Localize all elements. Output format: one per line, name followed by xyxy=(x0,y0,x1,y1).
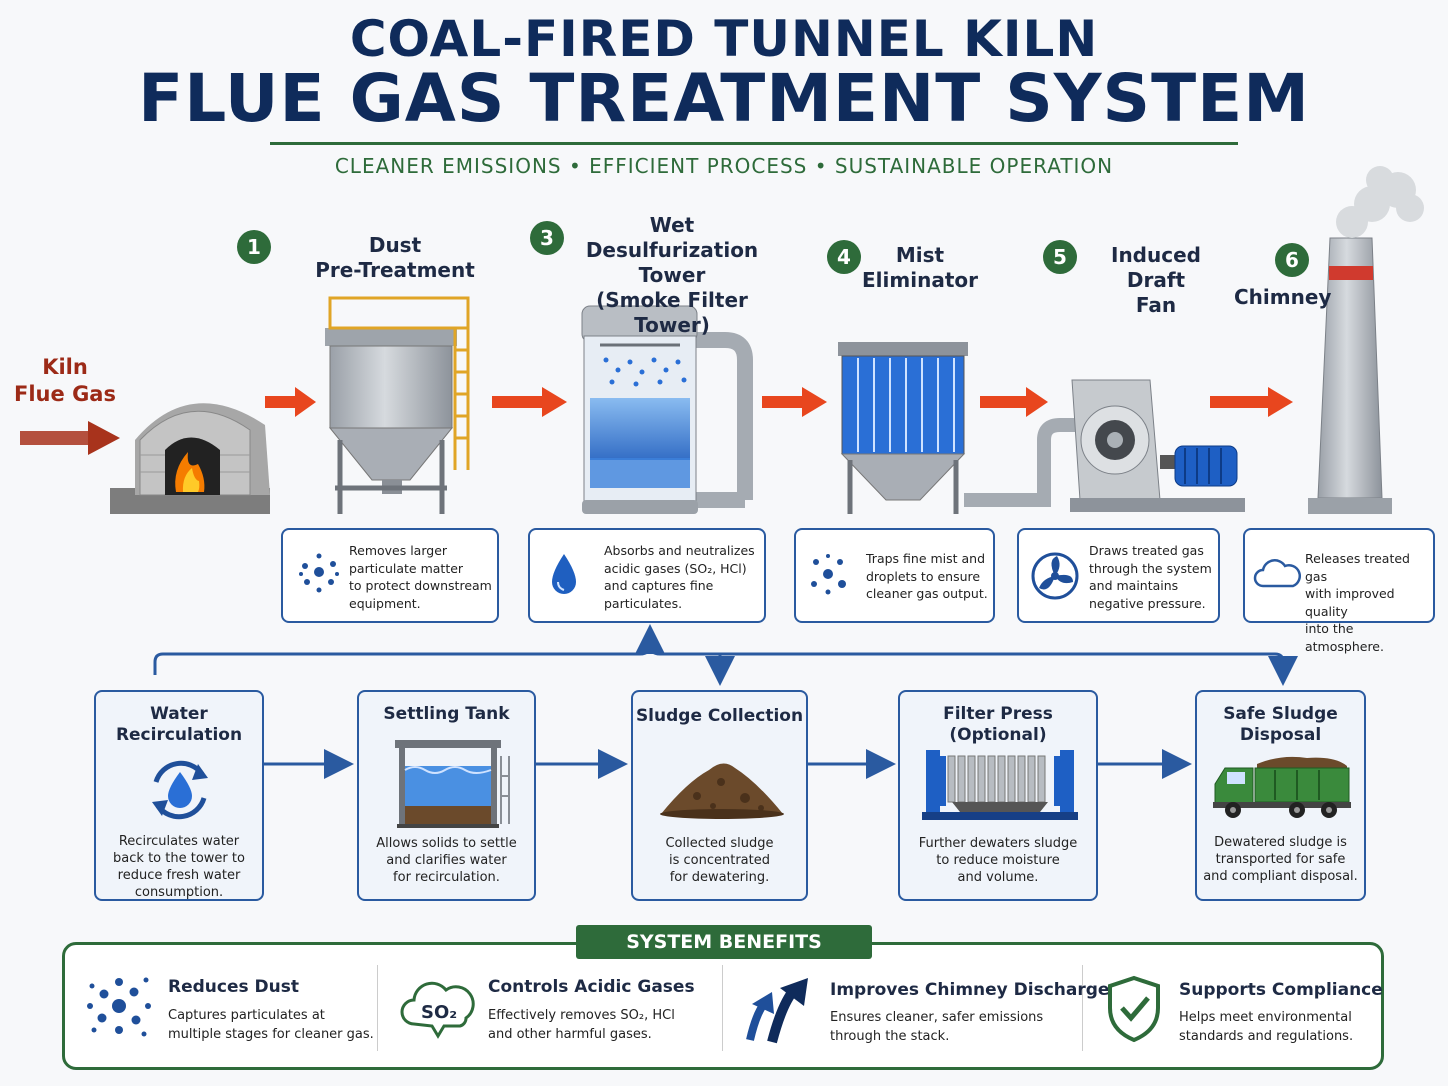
benefit-divider xyxy=(377,965,378,1051)
benefit-title-compliance: Supports Compliance xyxy=(1179,980,1383,1000)
cloud-icon xyxy=(1253,559,1301,588)
kiln-label: Kiln Flue Gas xyxy=(14,355,116,406)
so2-cloud-icon: SO₂ xyxy=(400,981,475,1039)
step-number-1: 1 xyxy=(237,230,271,264)
kiln-inlet-arrow xyxy=(20,421,120,455)
process-filter-press: Filter Press(Optional) Further dewaters … xyxy=(898,690,1098,901)
fan-icon xyxy=(1031,552,1079,600)
benefit-title-chimney: Improves Chimney Discharge xyxy=(830,980,1110,1000)
filter-press-icon xyxy=(922,750,1078,820)
step-number-5: 5 xyxy=(1043,240,1077,274)
step-number-6: 6 xyxy=(1275,243,1309,277)
benefit-title-acidic: Controls Acidic Gases xyxy=(488,977,695,997)
flame-icon xyxy=(175,452,205,492)
scrubber-tower-icon xyxy=(581,305,753,514)
sludge-pile-icon xyxy=(660,763,784,819)
svg-text:SO₂: SO₂ xyxy=(421,1002,457,1023)
title-line2: FLUE GAS TREATMENT SYSTEM xyxy=(138,60,1310,137)
tagline: CLEANER EMISSIONS • EFFICIENT PROCESS • … xyxy=(334,154,1114,178)
title-line1: COAL-FIRED TUNNEL KILN xyxy=(349,10,1099,68)
particles-icon xyxy=(87,977,151,1037)
motor-icon xyxy=(1160,445,1238,487)
water-drop-icon xyxy=(552,554,576,594)
step-number-4: 4 xyxy=(827,240,861,274)
kiln-icon xyxy=(110,403,270,514)
benefit-divider xyxy=(1082,965,1083,1051)
chimney-icon xyxy=(1308,166,1424,514)
benefit-divider xyxy=(722,965,723,1051)
up-arrows-icon xyxy=(746,978,808,1044)
smoke-icon xyxy=(1336,166,1424,238)
fan-icon xyxy=(1070,379,1245,512)
mist-eliminator-icon xyxy=(838,342,1085,514)
benefits-panel xyxy=(62,942,1384,1070)
step-number-3: 3 xyxy=(530,221,564,255)
flow-arrows xyxy=(265,387,1293,417)
dust-collector-icon xyxy=(325,296,470,514)
truck-icon xyxy=(1213,756,1351,818)
benefits-heading: SYSTEM BENEFITS xyxy=(576,925,872,959)
particles-icon xyxy=(299,553,339,593)
title-rule xyxy=(270,142,1238,145)
particles-icon xyxy=(811,554,846,595)
step-title-chimney: Chimney xyxy=(1234,285,1332,309)
benefit-title-dust: Reduces Dust xyxy=(168,977,299,997)
settling-tank-icon xyxy=(395,740,510,828)
shield-check-icon xyxy=(1108,975,1160,1043)
recirculation-icon xyxy=(152,760,208,820)
